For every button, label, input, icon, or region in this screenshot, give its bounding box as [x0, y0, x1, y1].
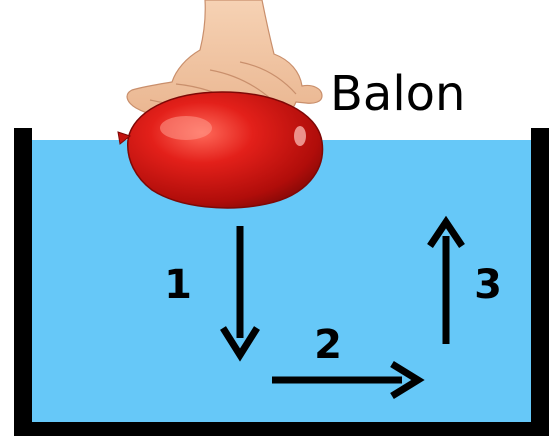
step-3-number: 3: [474, 262, 502, 308]
step-2-number: 2: [314, 322, 342, 368]
step-1-number: 1: [164, 262, 192, 308]
container-left-wall: [14, 128, 32, 434]
container-bottom: [14, 422, 549, 436]
balloon-label: Balon: [330, 66, 465, 122]
container-right-wall: [531, 128, 549, 434]
